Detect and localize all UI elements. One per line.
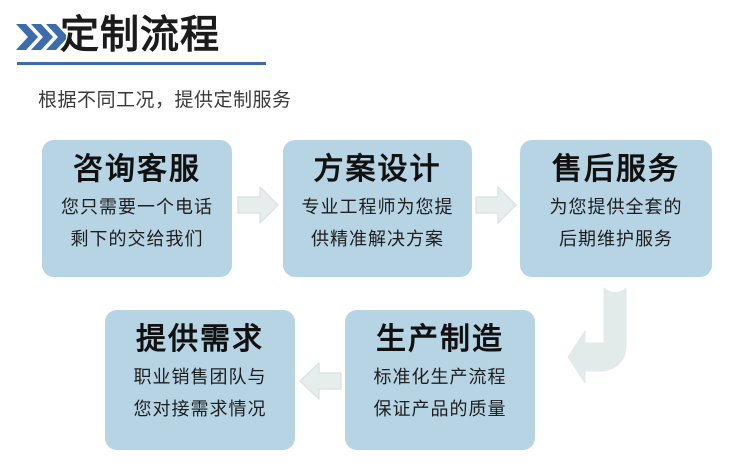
arrow-right-icon [236, 183, 280, 227]
flow-step-line: 您只需要一个电话 [61, 197, 213, 218]
page-title: 定制流程 [60, 14, 221, 57]
flow-step-after-sales: 售后服务 为您提供全套的 后期维护服务 [520, 140, 712, 277]
flow-step-title: 售后服务 [552, 153, 680, 186]
flow-step-line: 后期维护服务 [559, 229, 673, 250]
flow-step-line: 您对接需求情况 [133, 399, 267, 420]
flow-step-line: 标准化生产流程 [373, 367, 507, 388]
triple-chevron-right-icon [16, 22, 68, 52]
flow-step-line: 保证产品的质量 [373, 399, 507, 420]
flow-step-line: 为您提供全套的 [549, 197, 683, 218]
title-underline-rule [17, 62, 266, 65]
page-subtitle: 根据不同工况，提供定制服务 [38, 90, 292, 111]
arrow-bend-down-left-icon [567, 285, 677, 403]
flow-step-produce: 生产制造 标准化生产流程 保证产品的质量 [345, 310, 535, 450]
flow-step-line: 供精准解决方案 [311, 229, 444, 250]
flow-step-line: 剩下的交给我们 [70, 229, 204, 250]
flow-step-title: 方案设计 [313, 153, 442, 186]
flow-step-title: 咨询客服 [73, 153, 201, 186]
flow-step-demand: 提供需求 职业销售团队与 您对接需求情况 [105, 310, 295, 450]
flow-step-title: 生产制造 [376, 323, 504, 356]
arrow-right-icon [474, 183, 518, 227]
flow-step-consult: 咨询客服 您只需要一个电话 剩下的交给我们 [42, 140, 232, 277]
flow-step-title: 提供需求 [136, 323, 264, 356]
flow-step-design: 方案设计 专业工程师为您提 供精准解决方案 [283, 140, 472, 277]
flow-step-line: 职业销售团队与 [133, 367, 267, 388]
flow-step-line: 专业工程师为您提 [301, 197, 454, 218]
arrow-left-icon [297, 358, 343, 404]
header: 定制流程 [0, 0, 750, 78]
